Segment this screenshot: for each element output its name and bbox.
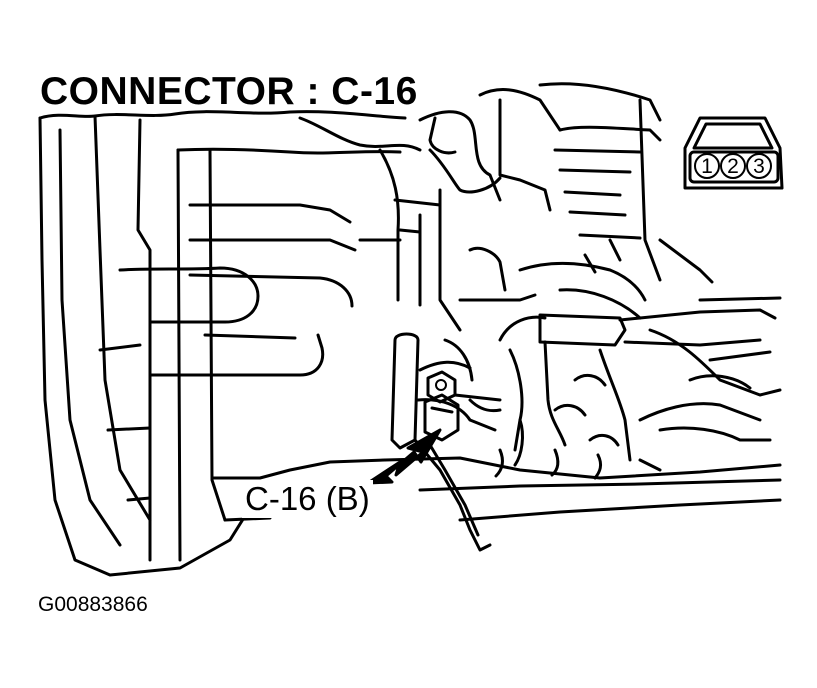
pin-2-label: 2 [727, 155, 739, 178]
pin-2-circle [720, 153, 746, 179]
upper-housing [298, 88, 562, 332]
pin-1-label: 1 [701, 155, 713, 178]
connector-face-inset: 1 2 3 [683, 116, 784, 190]
callout-label: C-16 (B) [242, 480, 373, 518]
connector-c16-body [423, 370, 460, 442]
pin-3-circle [746, 153, 772, 179]
transmission-case [38, 110, 407, 577]
ribbed-housing [518, 82, 714, 320]
pin-1-circle [694, 153, 720, 179]
figure-id: G00883866 [38, 593, 148, 616]
shift-linkage [494, 296, 782, 480]
page-title: CONNECTOR : C-16 [40, 70, 418, 113]
pin-3-label: 3 [753, 155, 765, 178]
wiring-harness [390, 332, 502, 552]
lower-base [383, 456, 782, 522]
callout-arrow [366, 428, 442, 485]
